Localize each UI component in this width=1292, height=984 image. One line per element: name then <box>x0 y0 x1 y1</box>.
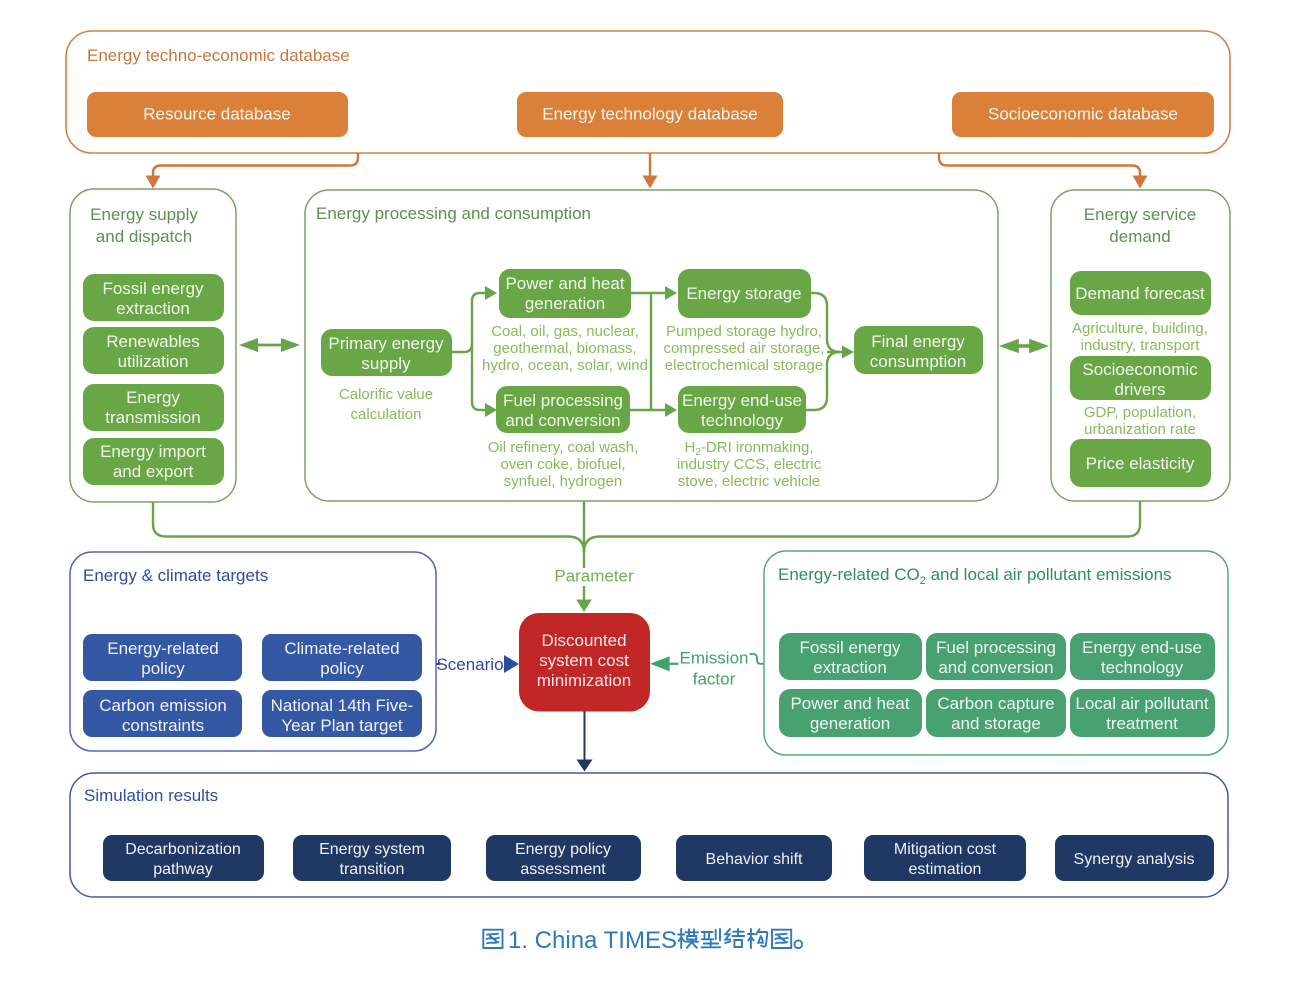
svg-text:extraction: extraction <box>116 299 190 318</box>
svg-text:calculation: calculation <box>351 406 422 423</box>
svg-text:Energy end-use: Energy end-use <box>682 391 802 410</box>
svg-text:Parameter: Parameter <box>554 567 634 586</box>
svg-text:Energy storage: Energy storage <box>686 284 801 303</box>
svg-text:Local air pollutant: Local air pollutant <box>1075 694 1209 713</box>
svg-text:oven coke, biofuel,: oven coke, biofuel, <box>500 456 625 473</box>
svg-text:constraints: constraints <box>122 716 204 735</box>
svg-text:and conversion: and conversion <box>505 411 620 430</box>
svg-text:policy: policy <box>320 659 364 678</box>
svg-text:Energy supply: Energy supply <box>90 205 198 224</box>
svg-text:and conversion: and conversion <box>938 658 1053 677</box>
svg-text:Synergy analysis: Synergy analysis <box>1074 851 1195 868</box>
svg-text:Energy: Energy <box>126 388 180 407</box>
svg-text:Energy-related: Energy-related <box>107 639 219 658</box>
svg-text:stove, electric vehicle: stove, electric vehicle <box>678 473 821 490</box>
svg-text:technology: technology <box>701 411 784 430</box>
svg-text:transition: transition <box>340 861 405 878</box>
svg-text:Energy techno-economic databas: Energy techno-economic database <box>87 46 350 65</box>
svg-text:Renewables: Renewables <box>106 332 200 351</box>
svg-text:Socioeconomic database: Socioeconomic database <box>988 105 1178 124</box>
svg-text:synfuel, hydrogen: synfuel, hydrogen <box>504 473 622 490</box>
svg-text:and dispatch: and dispatch <box>96 227 192 246</box>
svg-text:Energy import: Energy import <box>100 442 206 461</box>
svg-text:Agriculture, building,: Agriculture, building, <box>1072 320 1208 337</box>
svg-text:Oil refinery, coal wash,: Oil refinery, coal wash, <box>488 439 639 456</box>
svg-text:Behavior shift: Behavior shift <box>706 851 803 868</box>
svg-text:H2-DRI ironmaking,: H2-DRI ironmaking, <box>685 439 814 458</box>
svg-text:Energy technology database: Energy technology database <box>542 105 758 124</box>
svg-text:Discounted: Discounted <box>541 631 626 650</box>
svg-text:hydro, ocean, solar, wind: hydro, ocean, solar, wind <box>482 357 648 374</box>
svg-text:Power and heat: Power and heat <box>505 274 624 293</box>
svg-text:Scenario: Scenario <box>436 655 503 674</box>
svg-text:electrochemical storage: electrochemical storage <box>665 357 823 374</box>
svg-text:Energy processing and consumpt: Energy processing and consumption <box>316 204 591 223</box>
svg-text:National 14th Five-: National 14th Five- <box>271 696 414 715</box>
svg-text:Energy system: Energy system <box>319 841 425 858</box>
svg-text:Price elasticity: Price elasticity <box>1086 454 1195 473</box>
svg-text:demand: demand <box>1109 227 1170 246</box>
svg-text:Year Plan target: Year Plan target <box>281 716 403 735</box>
svg-text:Power and heat: Power and heat <box>790 694 909 713</box>
svg-text:drivers: drivers <box>1114 380 1165 399</box>
svg-text:Fossil energy: Fossil energy <box>102 279 204 298</box>
svg-text:and export: and export <box>113 462 194 481</box>
svg-text:Fuel processing: Fuel processing <box>503 391 623 410</box>
svg-text:treatment: treatment <box>1106 714 1178 733</box>
svg-text:estimation: estimation <box>909 861 982 878</box>
svg-text:Energy end-use: Energy end-use <box>1082 638 1202 657</box>
svg-text:factor: factor <box>693 670 736 689</box>
svg-text:1. China TIMES: 1. China TIMES <box>508 927 677 954</box>
svg-text:Energy & climate targets: Energy & climate targets <box>83 566 268 585</box>
svg-text:Energy policy: Energy policy <box>515 841 611 858</box>
svg-text:utilization: utilization <box>118 352 189 371</box>
svg-text:assessment: assessment <box>520 861 606 878</box>
svg-text:Socioeconomic: Socioeconomic <box>1082 360 1198 379</box>
svg-text:Climate-related: Climate-related <box>284 639 399 658</box>
svg-text:consumption: consumption <box>870 352 966 371</box>
svg-text:urbanization rate: urbanization rate <box>1084 421 1196 438</box>
svg-text:Carbon emission: Carbon emission <box>99 696 227 715</box>
svg-text:Primary energy: Primary energy <box>328 334 444 353</box>
svg-text:pathway: pathway <box>153 861 213 878</box>
svg-text:Resource database: Resource database <box>143 105 290 124</box>
svg-text:technology: technology <box>1101 658 1184 677</box>
svg-text:industry, transport: industry, transport <box>1081 337 1201 354</box>
svg-text:supply: supply <box>361 354 411 373</box>
svg-text:and storage: and storage <box>951 714 1041 733</box>
svg-text:industry CCS, electric: industry CCS, electric <box>677 456 822 473</box>
svg-text:Pumped storage hydro,: Pumped storage hydro, <box>666 323 822 340</box>
svg-text:Simulation results: Simulation results <box>84 786 218 805</box>
svg-text:Emission: Emission <box>680 649 749 668</box>
svg-text:generation: generation <box>810 714 890 733</box>
svg-text:Fossil energy: Fossil energy <box>799 638 901 657</box>
svg-text:Fuel processing: Fuel processing <box>936 638 1056 657</box>
svg-text:Decarbonization: Decarbonization <box>125 841 241 858</box>
svg-text:Demand forecast: Demand forecast <box>1075 284 1205 303</box>
svg-text:Carbon capture: Carbon capture <box>937 694 1054 713</box>
svg-text:Coal, oil, gas, nuclear,: Coal, oil, gas, nuclear, <box>491 323 639 340</box>
svg-text:policy: policy <box>141 659 185 678</box>
svg-text:GDP, population,: GDP, population, <box>1084 404 1196 421</box>
svg-text:minimization: minimization <box>537 671 631 690</box>
svg-text:Energy service: Energy service <box>1084 205 1196 224</box>
svg-text:Mitigation cost: Mitigation cost <box>894 841 997 858</box>
svg-text:system cost: system cost <box>539 651 629 670</box>
svg-text:geothermal, biomass,: geothermal, biomass, <box>493 340 636 357</box>
svg-text:Final energy: Final energy <box>871 332 965 351</box>
svg-text:generation: generation <box>525 294 605 313</box>
svg-text:Calorific value: Calorific value <box>339 386 433 403</box>
svg-text:compressed air storage,: compressed air storage, <box>664 340 825 357</box>
svg-text:extraction: extraction <box>813 658 887 677</box>
svg-text:transmission: transmission <box>105 408 200 427</box>
svg-text:Energy-related CO2 and local a: Energy-related CO2 and local air polluta… <box>778 565 1172 587</box>
